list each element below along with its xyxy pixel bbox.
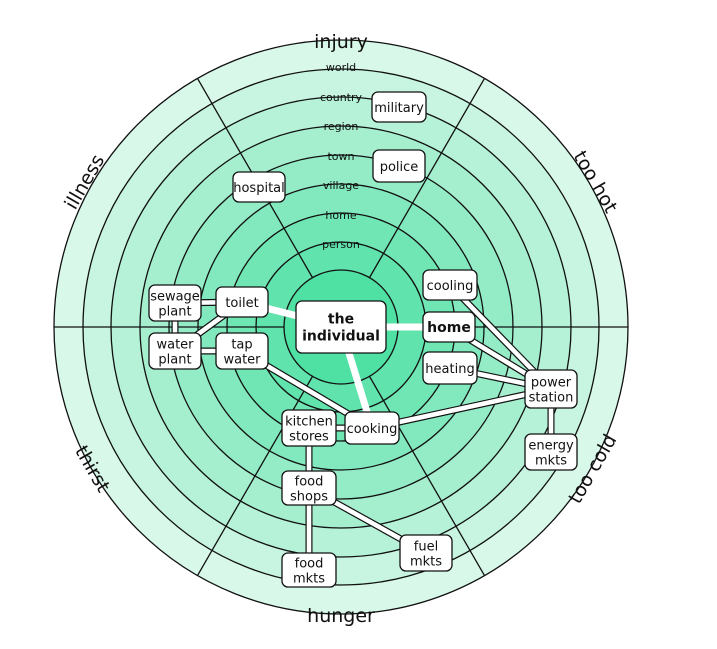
node-cooking: cooking xyxy=(344,411,400,445)
node-heating: heating xyxy=(422,351,478,385)
node-label: food xyxy=(295,557,324,572)
node-label: the xyxy=(328,312,354,328)
node-box xyxy=(422,311,476,343)
node-box xyxy=(344,411,400,445)
node-label: individual xyxy=(302,329,380,345)
node-box xyxy=(148,284,202,322)
node-home: home xyxy=(422,311,476,343)
node-box xyxy=(281,552,337,588)
node-box xyxy=(372,149,426,183)
node-label: water xyxy=(223,353,261,368)
node-box xyxy=(295,300,387,354)
node-label: plant xyxy=(158,353,191,368)
node-box xyxy=(281,409,337,447)
node-label: heating xyxy=(425,362,474,377)
node-label: power xyxy=(531,376,572,391)
ring-label-world: world xyxy=(326,61,356,74)
node-label: water xyxy=(156,338,194,353)
node-label: police xyxy=(380,160,419,175)
node-box xyxy=(524,369,578,409)
node-label: stores xyxy=(289,430,329,445)
sector-divider xyxy=(368,78,486,278)
node-police: police xyxy=(372,149,426,183)
node-box xyxy=(281,470,337,506)
outer-label-injury: injury xyxy=(314,31,368,53)
node-box xyxy=(232,171,286,203)
node-box xyxy=(215,332,269,370)
node-box xyxy=(371,91,427,123)
ring-label-village: village xyxy=(323,179,359,192)
node-label: mkts xyxy=(410,555,442,570)
node-label: shops xyxy=(290,490,328,505)
link-core xyxy=(371,386,552,431)
ring-label-person: person xyxy=(322,238,360,251)
node-box xyxy=(215,286,269,318)
node-cooling: cooling xyxy=(422,269,478,301)
node-toilet: toilet xyxy=(215,286,269,318)
node-label: tap xyxy=(231,338,252,353)
sector-divider xyxy=(368,376,486,576)
ring-labels: person home village town region country world xyxy=(320,61,363,251)
node-label: station xyxy=(529,391,574,406)
node-label: kitchen xyxy=(285,415,333,430)
node-label: mkts xyxy=(293,572,325,587)
node-box xyxy=(148,332,202,370)
node-label: mkts xyxy=(535,454,567,469)
node-hospital: hospital xyxy=(232,171,286,203)
node-box xyxy=(422,351,478,385)
node-box xyxy=(399,534,453,572)
node-label: toilet xyxy=(225,296,258,311)
node-label: military xyxy=(374,101,424,116)
node-label: hospital xyxy=(233,181,285,196)
node-box xyxy=(422,269,478,301)
ring-label-town: town xyxy=(327,150,354,163)
ring-label-country: country xyxy=(320,91,363,104)
ring-label-region: region xyxy=(324,120,359,133)
node-military: military xyxy=(371,91,427,123)
node-label: home xyxy=(427,320,471,336)
node-label: cooling xyxy=(427,279,474,294)
node-label: sewage xyxy=(150,290,200,305)
node-label: cooking xyxy=(347,422,398,437)
ring-label-home: home xyxy=(325,209,356,222)
outer-label-hunger: hunger xyxy=(307,605,375,627)
node-label: energy xyxy=(528,439,574,454)
node-box xyxy=(524,433,578,471)
node-label: fuel xyxy=(414,540,438,555)
node-label: food xyxy=(295,475,324,490)
node-label: plant xyxy=(158,305,191,320)
